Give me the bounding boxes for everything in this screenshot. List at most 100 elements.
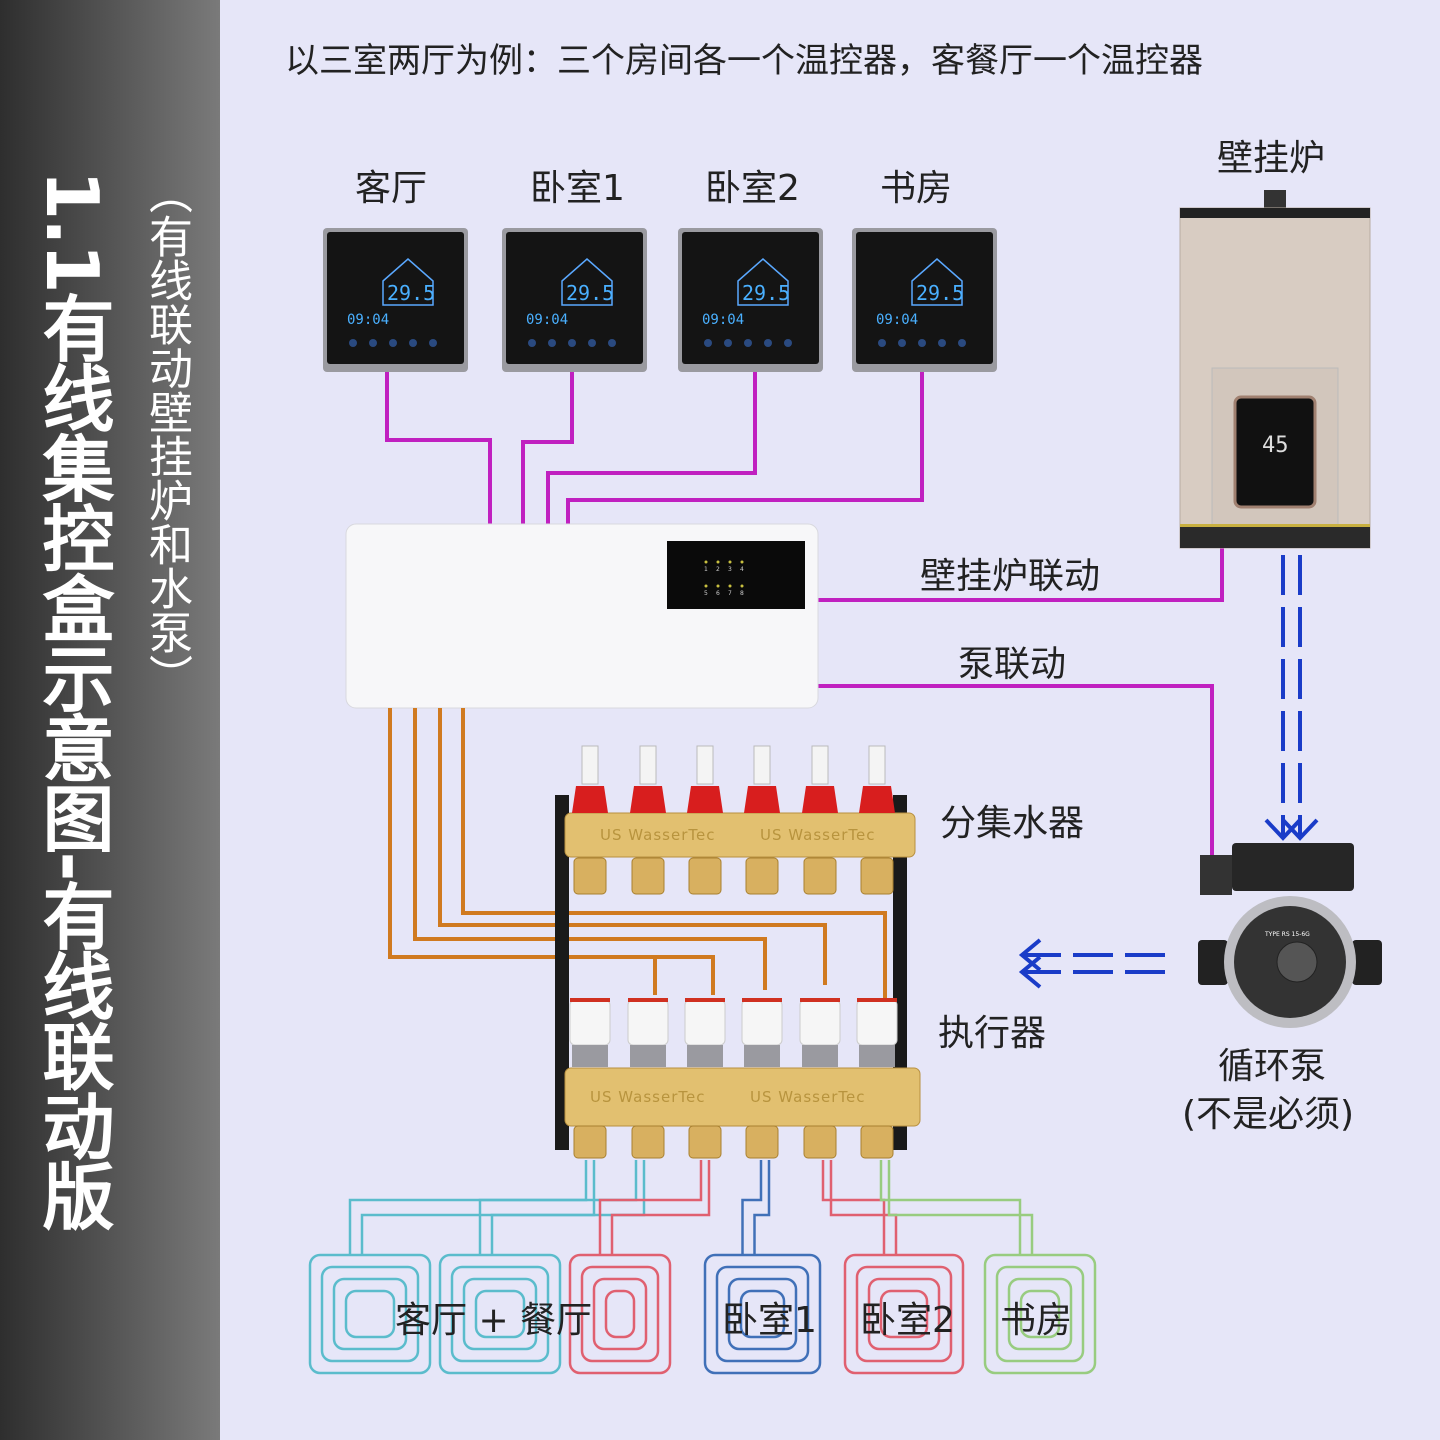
zone-label-bedroom-1: 卧室1	[722, 1300, 817, 1341]
flowmeter-cap	[687, 786, 723, 813]
zone-number: 6	[716, 590, 720, 597]
zone-label-study: 书房	[1000, 1300, 1072, 1341]
thermostat-button-icon[interactable]	[918, 339, 926, 347]
wire-thermostat-2	[521, 372, 574, 524]
zone-number: 1	[704, 566, 708, 573]
zone-number: 4	[740, 566, 744, 573]
thermostat-button-icon[interactable]	[588, 339, 596, 347]
zone-led	[704, 560, 708, 564]
thermostat-button-icon[interactable]	[764, 339, 772, 347]
manifold-label: 分集水器	[940, 803, 1084, 844]
return-outlet	[573, 1125, 607, 1159]
boiler-display	[1233, 395, 1317, 509]
arrow-left-icon	[1018, 938, 1042, 972]
actuator	[684, 999, 726, 1046]
flowmeter-cap	[744, 786, 780, 813]
pump-note: (不是必须)	[1182, 1094, 1354, 1135]
wire-thermostat-4	[566, 372, 924, 524]
zone-number: 8	[740, 590, 744, 597]
thermostat-button-icon[interactable]	[744, 339, 752, 347]
flowmeter	[811, 745, 829, 785]
thermostat-button-icon[interactable]	[548, 339, 556, 347]
thermostat-button-icon[interactable]	[704, 339, 712, 347]
thermostat-button-icon[interactable]	[568, 339, 576, 347]
thermostat-button-icon[interactable]	[784, 339, 792, 347]
supply-outlet	[860, 857, 894, 895]
wire-pump-link	[818, 684, 1214, 858]
zone-led	[716, 584, 720, 588]
actuator	[799, 999, 841, 1046]
flowmeter-cap	[630, 786, 666, 813]
zone-number: 5	[704, 590, 708, 597]
thermostat[interactable]: 29.509:04	[678, 228, 823, 372]
thermostat-button-icon[interactable]	[528, 339, 536, 347]
thermostat-button-icon[interactable]	[608, 339, 616, 347]
actuator-base	[744, 1045, 780, 1067]
thermostat-button-icon[interactable]	[898, 339, 906, 347]
manifold-brand-text-bottom: US WasserTec	[590, 1088, 705, 1106]
flowmeter	[696, 745, 714, 785]
circulation-pump: TYPE RS 15-6G	[1198, 843, 1382, 1028]
zone-led	[740, 560, 744, 564]
thermostat-button-icon[interactable]	[429, 339, 437, 347]
thermostat[interactable]: 29.509:04	[502, 228, 647, 372]
floor-heating-loop	[568, 1160, 711, 1375]
zone-led	[704, 584, 708, 588]
zone-led	[728, 584, 732, 588]
thermostat-temp: 29.5	[387, 281, 435, 305]
thermostat-room-label: 卧室2	[705, 168, 800, 209]
thermostat-button-icon[interactable]	[878, 339, 886, 347]
thermostat[interactable]: 29.5 09:04	[852, 228, 997, 372]
flowmeter-cap	[802, 786, 838, 813]
actuator-base	[802, 1045, 838, 1067]
header-text: 以三室两厅为例：三个房间各一个温控器，客餐厅一个温控器	[285, 41, 1203, 81]
thermostat-button-icon[interactable]	[389, 339, 397, 347]
actuator	[627, 999, 669, 1046]
return-outlet	[631, 1125, 665, 1159]
floor-heating-loop	[821, 1160, 965, 1375]
thermostat-button-icon[interactable]	[409, 339, 417, 347]
actuator-base	[859, 1045, 895, 1067]
sidebar-title: 1.1有线集控盒示意图-有线联动版	[30, 170, 114, 1230]
actuator	[856, 999, 898, 1046]
thermostat[interactable]: 29.509:04	[323, 228, 468, 372]
wire-boiler-link	[818, 548, 1224, 602]
zone-number: 2	[716, 566, 720, 573]
actuator-base	[687, 1045, 723, 1067]
sidebar: 1.1有线集控盒示意图-有线联动版 （有线联动壁挂炉和水泵）	[0, 0, 220, 1440]
manifold-brand-text-top-2: US WasserTec	[760, 826, 875, 844]
boiler-link-label: 壁挂炉联动	[920, 556, 1100, 597]
thermostat-room-label: 书房	[880, 168, 952, 209]
floor-heating-loop	[703, 1160, 822, 1375]
pump-type: TYPE RS 15-6G	[1264, 931, 1310, 938]
zone-label-living-dining: 客厅 + 餐厅	[395, 1300, 592, 1341]
boiler-temp: 45	[1262, 433, 1289, 458]
floor-heating-loop	[438, 1160, 646, 1375]
flowmeter	[581, 745, 599, 785]
thermostat-button-icon[interactable]	[958, 339, 966, 347]
boiler: 45	[1179, 190, 1371, 549]
flowmeter	[753, 745, 771, 785]
zone-led	[716, 560, 720, 564]
thermostat-wires	[385, 372, 1224, 858]
thermostat-button-icon[interactable]	[349, 339, 357, 347]
arrow-down-icon	[1281, 818, 1319, 841]
supply-outlet	[688, 857, 722, 895]
flow-arrow-icons	[1018, 818, 1319, 989]
thermostat-button-icon[interactable]	[724, 339, 732, 347]
actuator-label: 执行器	[938, 1013, 1046, 1054]
thermostat-button-icon[interactable]	[369, 339, 377, 347]
thermostat-time: 09:04	[876, 312, 918, 328]
thermostat-room-label: 客厅	[355, 168, 427, 209]
zone-led	[740, 584, 744, 588]
manifold: US WasserTec US WasserTec US WasserTec U…	[555, 745, 921, 1159]
return-outlet	[688, 1125, 722, 1159]
flowmeter	[639, 745, 657, 785]
supply-outlet	[803, 857, 837, 895]
return-outlet	[860, 1125, 894, 1159]
thermostat-button-icon[interactable]	[938, 339, 946, 347]
thermostat-temp: 29.5	[566, 281, 614, 305]
thermostat-temp: 29.5	[916, 281, 964, 305]
